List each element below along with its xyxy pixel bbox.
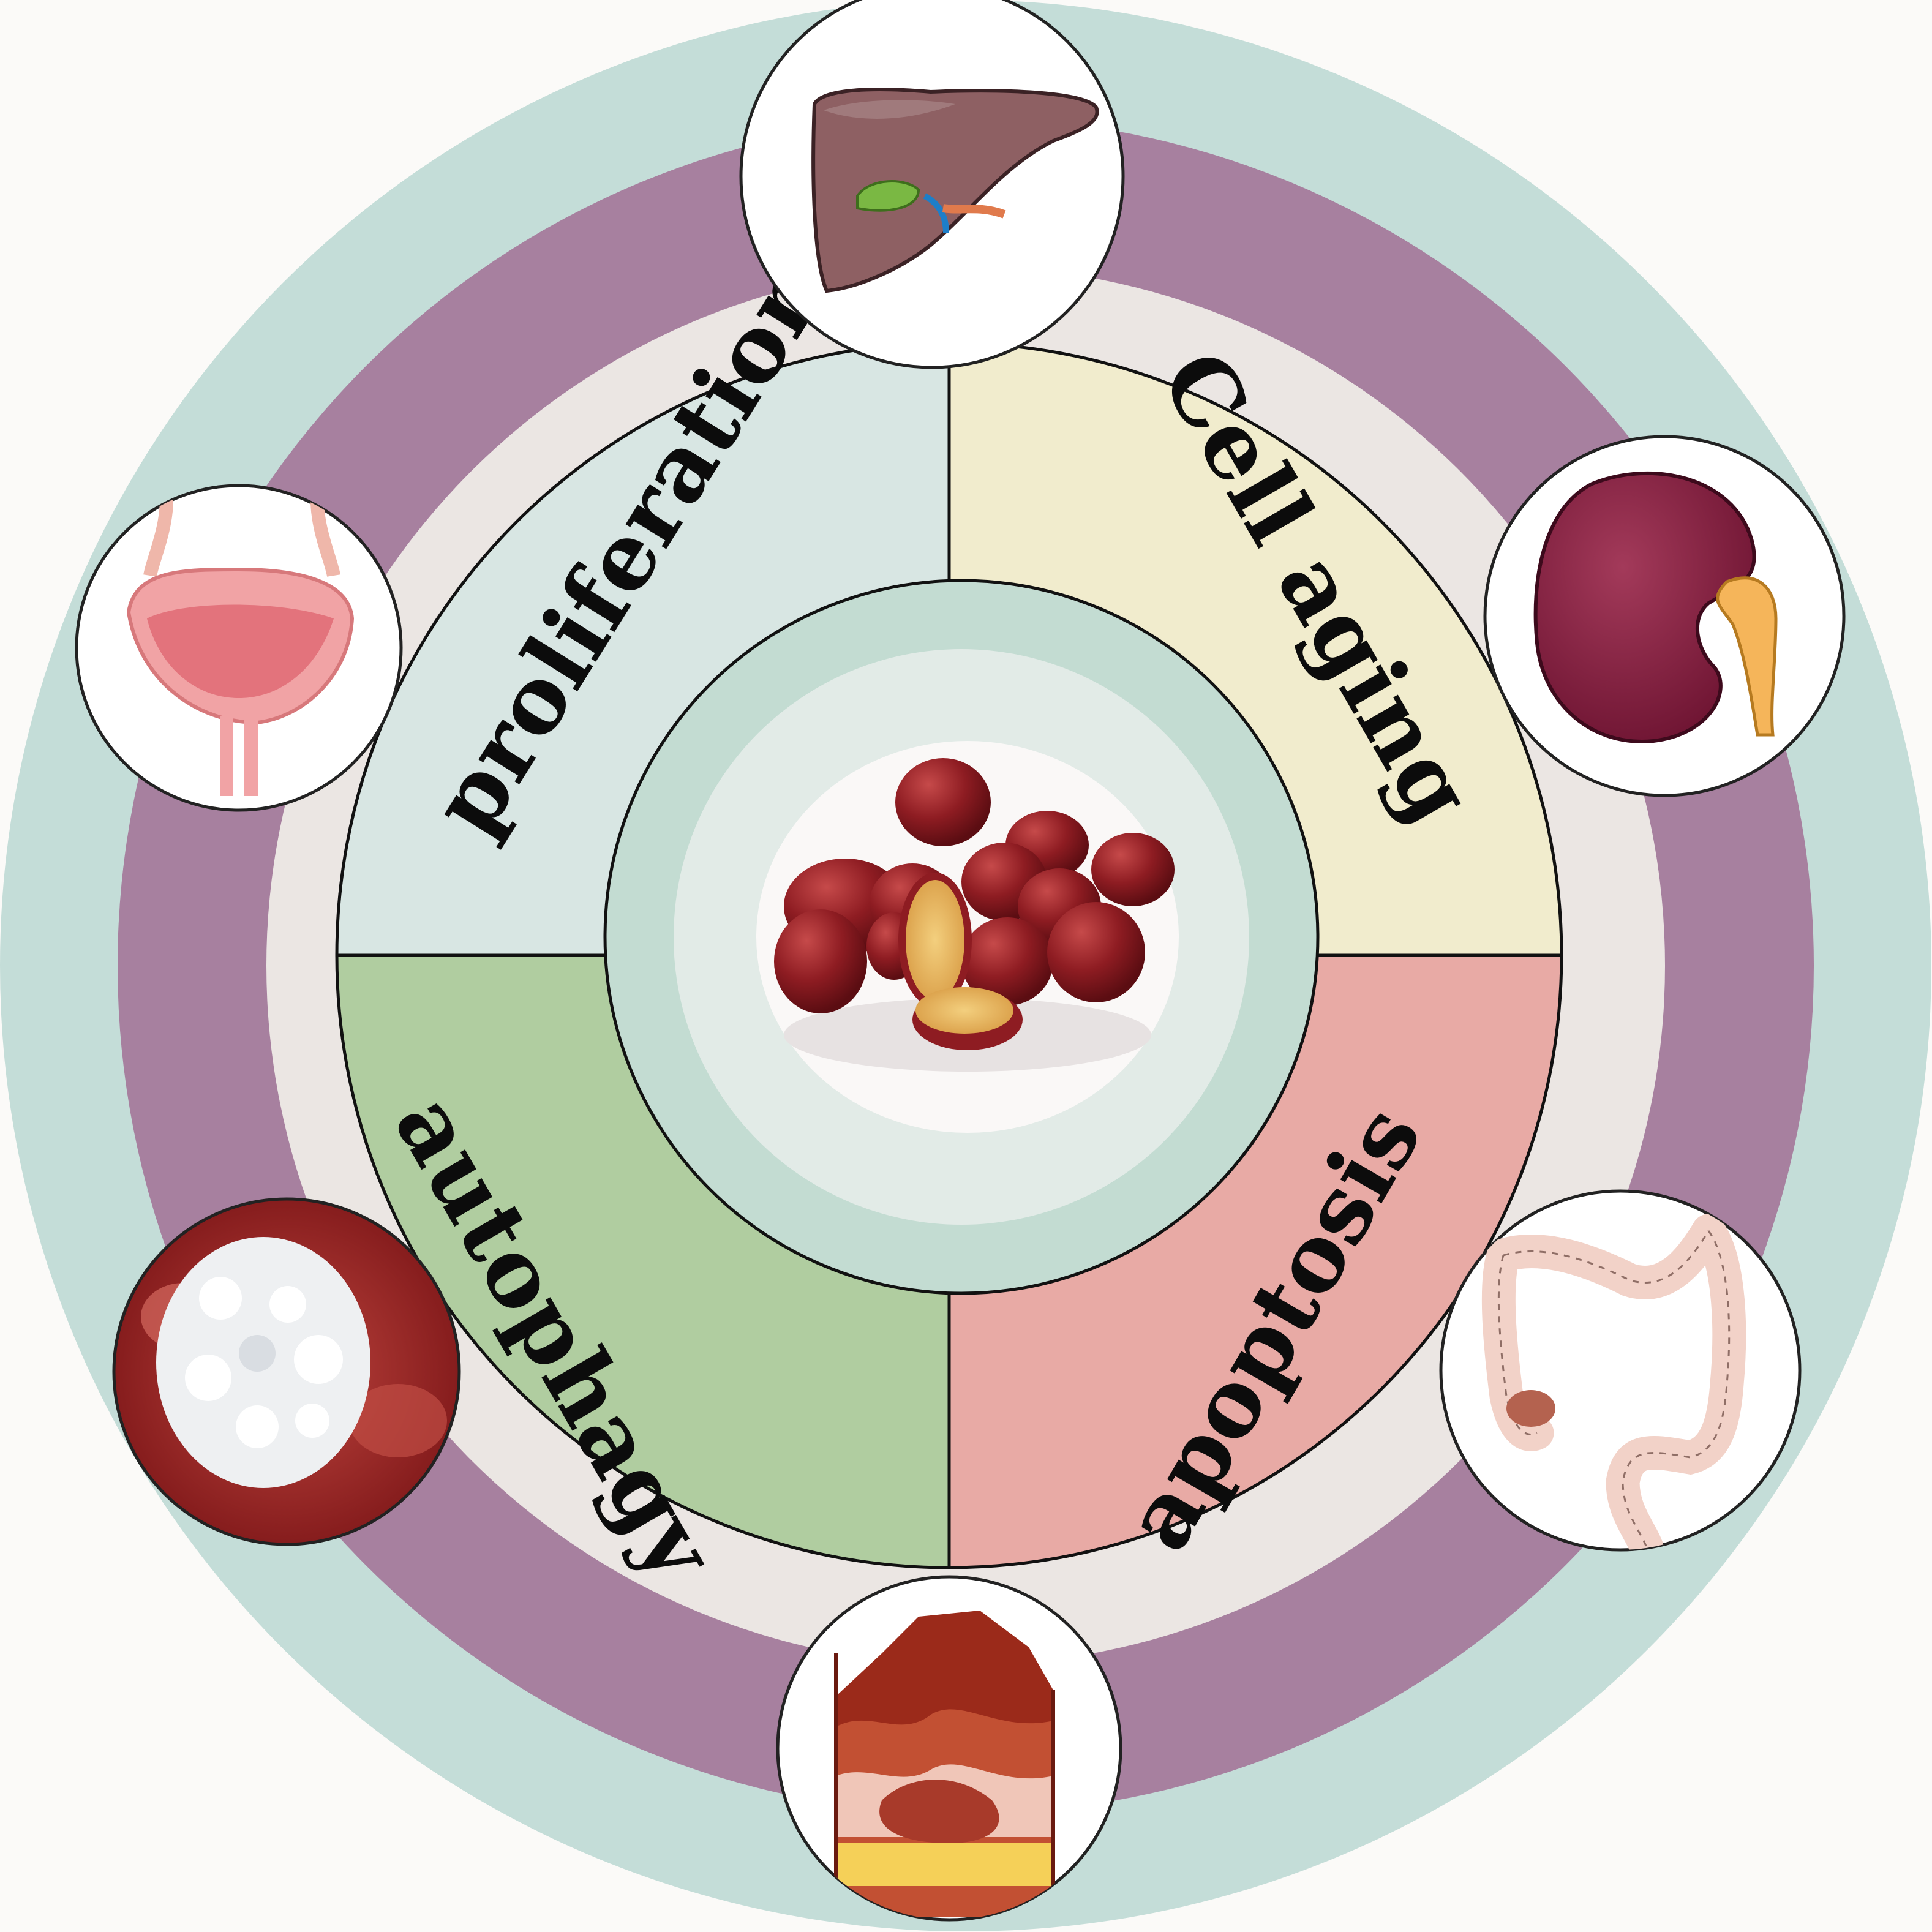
colon-icon bbox=[1439, 1189, 1802, 1552]
white-blood-cell-icon bbox=[112, 1197, 461, 1546]
skin-wound-icon bbox=[776, 1575, 1122, 1922]
liver-icon bbox=[739, 0, 1125, 369]
kidney-icon bbox=[1483, 435, 1846, 797]
bladder-icon bbox=[75, 484, 403, 812]
jujube-dates-image bbox=[756, 741, 1179, 1133]
